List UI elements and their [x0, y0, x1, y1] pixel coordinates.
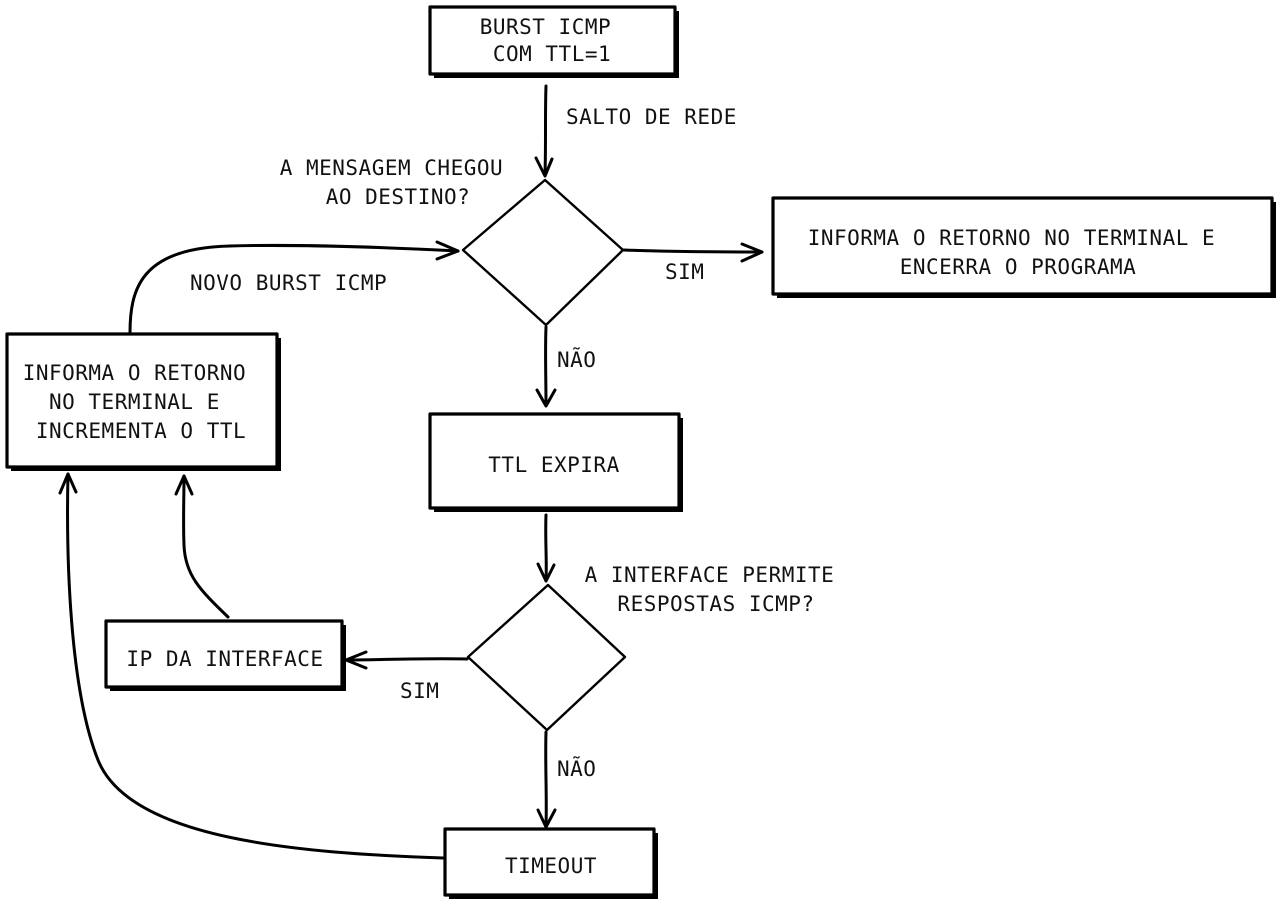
edge-ttl-to-icmp	[536, 513, 556, 583]
edge-icmp-yes	[344, 650, 469, 670]
edge-icmp-no-label: NÃO	[557, 755, 596, 781]
edge-destination-yes	[622, 242, 764, 263]
report-end-line-2: ENCERRA O PROGRAMA	[900, 255, 1137, 279]
start-node-line-1: BURST ICMP	[480, 15, 611, 39]
edge-destination-yes-label: SIM	[665, 260, 704, 284]
svg-text:BURST ICMP COM TTL=1: BURST ICMP COM TTL=1	[480, 15, 625, 66]
timeout-node: TIMEOUT	[443, 827, 658, 899]
svg-text:TTL EXPIRA: TTL EXPIRA	[488, 453, 619, 477]
edge-timeout-to-report	[58, 472, 445, 860]
edge-new-burst-label: NOVO BURST ICMP	[190, 271, 387, 295]
report-end-node: INFORMA O RETORNO NO TERMINAL E ENCERRA …	[771, 196, 1276, 298]
report-end-line-1: INFORMA O RETORNO NO TERMINAL E	[808, 226, 1215, 250]
icmp-question: A INTERFACE PERMITE RESPOSTAS ICMP?	[585, 563, 848, 616]
edge-new-burst	[128, 240, 460, 335]
destination-decision	[461, 178, 625, 327]
timeout-label: TIMEOUT	[505, 854, 597, 878]
ttl-expires-node: TTL EXPIRA	[428, 412, 683, 512]
interface-ip-node: IP DA INTERFACE	[104, 619, 346, 691]
icmp-question-line-1: A INTERFACE PERMITE	[585, 563, 835, 587]
svg-text:INFORMA O RETORNO NO TERMINAL: INFORMA O RETORNO NO TERMINAL E ENCERRA …	[808, 226, 1229, 279]
edge-start-to-destination	[534, 84, 554, 178]
edge-hop-label: SALTO DE REDE	[566, 105, 737, 129]
edge-destination-no	[535, 325, 557, 408]
icmp-question-line-2: RESPOSTAS ICMP?	[617, 592, 814, 616]
report-increment-line-1: INFORMA O RETORNO	[23, 361, 246, 385]
svg-text:INFORMA O RETORNO NO TER: INFORMA O RETORNO NO TERMINAL E INCREMEN…	[23, 361, 260, 443]
icmp-decision	[466, 583, 627, 732]
interface-ip-label: IP DA INTERFACE	[126, 647, 323, 671]
edge-destination-no-label: NÃO	[557, 346, 596, 372]
report-increment-line-2: NO TERMINAL E	[49, 390, 220, 414]
edge-icmp-no	[536, 730, 557, 829]
svg-text:TIMEOUT: TIMEOUT	[505, 854, 597, 878]
destination-question: A MENSAGEM CHEGOU AO DESTINO?	[280, 156, 517, 209]
destination-question-line-1: A MENSAGEM CHEGOU	[280, 156, 503, 180]
report-increment-node: INFORMA O RETORNO NO TERMINAL E INCREMEN…	[5, 332, 281, 471]
svg-text:IP DA INTERFACE: IP DA INTERFACE	[126, 647, 323, 671]
edge-icmp-yes-label: SIM	[400, 679, 439, 703]
ttl-expires-label: TTL EXPIRA	[488, 453, 619, 477]
edge-ip-to-report	[174, 474, 230, 619]
start-node: BURST ICMP COM TTL=1	[428, 5, 679, 78]
start-node-line-2: COM TTL=1	[493, 42, 611, 66]
destination-question-line-2: AO DESTINO?	[326, 185, 471, 209]
report-increment-line-3: INCREMENTA O TTL	[36, 419, 246, 443]
